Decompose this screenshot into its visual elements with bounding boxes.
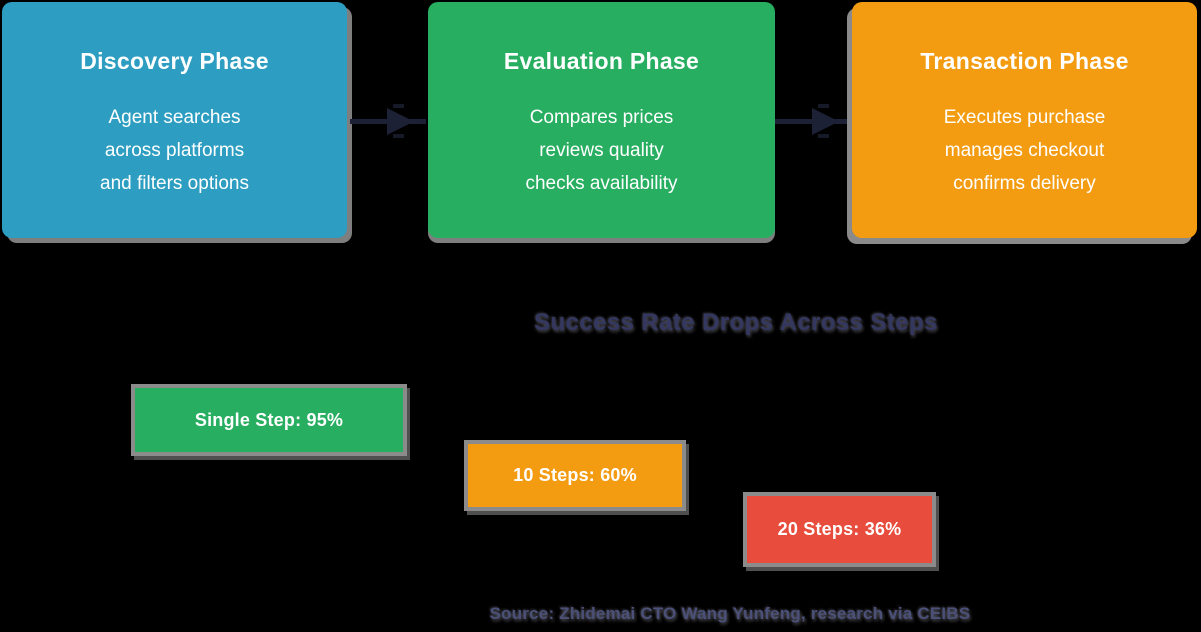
phase-title-discovery: Discovery Phase [80,48,269,74]
phase-title-evaluation: Evaluation Phase [503,48,700,74]
phase-line: confirms delivery [953,173,1096,194]
bar-label: 10 Steps: 60% [513,465,637,485]
phase-description-discovery: Agent searches across platforms and filt… [2,101,347,200]
phase-card-discovery: Discovery Phase Agent searches across pl… [2,2,347,238]
bar-10-steps: 10 Steps: 60% [464,440,686,511]
phase-line: checks availability [525,173,678,194]
phase-card-evaluation: Evaluation Phase Compares prices reviews… [428,2,775,238]
bar-label: Single Step: 95% [194,409,344,430]
bar-20-steps: 20 Steps: 36% [743,492,936,567]
chart-title: Success Rate Drops Across Steps [534,309,938,336]
phase-line: and filters options [100,173,249,194]
phase-line: Compares prices [529,107,674,128]
chart-source: Source: Zhidemai CTO Wang Yunfeng, resea… [489,604,971,623]
phase-line: manages checkout [944,140,1105,161]
phase-line: Agent searches [108,107,241,128]
phase-title-transaction: Transaction Phase [920,48,1129,74]
phase-card-transaction: Transaction Phase Executes purchase mana… [852,2,1197,238]
bar-label: 20 Steps: 36% [777,519,902,539]
bar-single-step: Single Step: 95% [131,384,407,456]
flow-arrow-icon [775,104,851,138]
phase-description-evaluation: Compares prices reviews quality checks a… [428,101,775,200]
phase-line: Executes purchase [943,107,1106,128]
phase-line: reviews quality [539,140,664,161]
flow-arrow-icon [350,104,426,138]
phase-description-transaction: Executes purchase manages checkout confi… [852,101,1197,200]
phase-line: across platforms [104,140,245,161]
